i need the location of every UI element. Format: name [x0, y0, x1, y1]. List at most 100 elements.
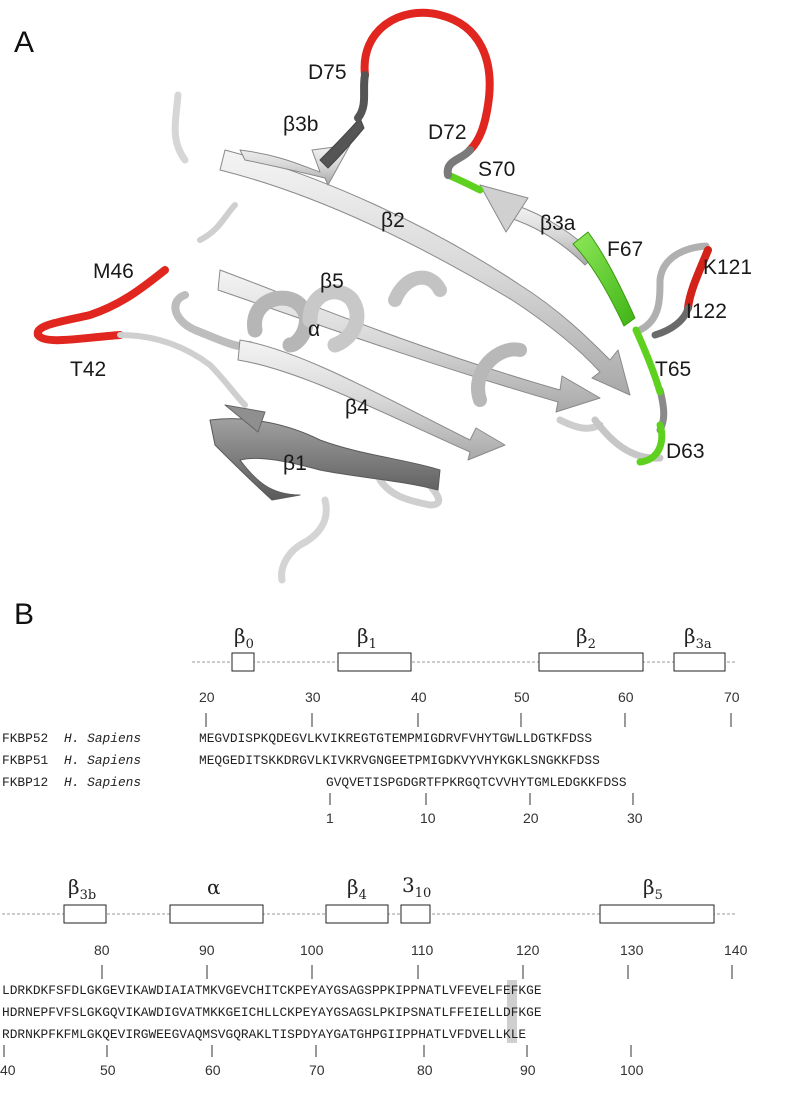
sequence-fkbp51-2: HDRNEPFVFSLGKGQVIKAWDIGVATMKKGEICHLLCKPE…: [2, 1005, 542, 1020]
strand-beta3b: [239, 144, 351, 186]
label-alpha: α: [308, 318, 320, 341]
num-50: 50: [514, 689, 530, 705]
num-70: 70: [724, 689, 740, 705]
coil-left-loop: [171, 291, 254, 351]
red-loop-m46: [33, 266, 169, 339]
green-loop-t65: [632, 326, 664, 396]
protein-ribbon: [33, 8, 712, 584]
num-60: 60: [618, 689, 634, 705]
ss-label-alpha: α: [207, 875, 221, 899]
alignment-row-2: LDRKDKFSFDLGKGEVIKAWDIAIATMKVGEVCHITCKPE…: [2, 983, 542, 1042]
num-110: 110: [411, 942, 434, 958]
num-1: 1: [326, 810, 334, 826]
coil-d63-loop: [591, 416, 664, 462]
num-50-b: 50: [100, 1062, 116, 1078]
numbering-row-2-bottom: 40 50 60 70 80 90 100: [0, 1045, 644, 1078]
arrowhead-beta1: [224, 404, 266, 433]
num-100-b: 100: [620, 1062, 644, 1078]
coil-bottom: [376, 471, 443, 509]
red-loop-k121: [684, 246, 712, 312]
green-loop-s70: [444, 171, 484, 194]
arrowhead-beta3a: [479, 184, 529, 233]
num-30: 30: [305, 689, 321, 705]
coil-left: [197, 202, 238, 243]
ss-label-beta3a: β3a: [684, 624, 712, 652]
structure-labels: β3b β3a β2 β5 α β4 β1: [283, 113, 576, 475]
strand-beta3a: [509, 204, 596, 266]
gray-loop-d72: [443, 146, 474, 179]
label-t65: T65: [655, 358, 691, 381]
num-30-b: 30: [627, 810, 643, 826]
sequence-fkbp12-2: RDRNKPFKFMLGKQEVIRGWEEGVAQMSVGQRAKLTISPD…: [2, 1027, 526, 1042]
ss-label-beta2: β2: [576, 624, 596, 652]
red-loop-t42: [34, 331, 124, 345]
coil-tail: [278, 496, 330, 584]
num-130: 130: [620, 942, 644, 958]
protein-name-fkbp12: FKBP12: [2, 775, 48, 790]
num-60-b: 60: [205, 1062, 221, 1078]
label-i122: I122: [686, 300, 727, 323]
num-20: 20: [199, 689, 215, 705]
label-beta1: β1: [283, 452, 307, 475]
strand-beta3b-dark: [319, 117, 365, 169]
ss-label-beta1: β1: [357, 624, 377, 652]
highlight-column: [507, 980, 517, 1043]
sequence-fkbp52-2: LDRKDKFSFDLGKGEVIKAWDIAIATMKVGEVCHITCKPE…: [2, 983, 542, 998]
species-fkbp12: H. Sapiens: [64, 775, 141, 790]
gray-loop-i122: [651, 304, 692, 339]
numbering-row-1-bottom: 1 10 20 30: [326, 793, 643, 826]
ss-row-1: β0 β1 β2 β3a: [192, 624, 735, 672]
num-80-b: 80: [417, 1062, 433, 1078]
sequence-fkbp52-1: MEGVDISPKQDEGVLKVIKREGTGTEMPMIGDRVFVHYTG…: [199, 731, 592, 746]
strand-beta1: [209, 418, 441, 501]
label-d63: D63: [666, 440, 705, 463]
species-fkbp52: H. Sapiens: [64, 731, 141, 746]
label-k121: K121: [703, 256, 752, 279]
ss-label-beta0: β0: [234, 624, 254, 652]
sequence-fkbp12-1: GVQVETISPGDGRTFPKRGQTCVVHYTGMLEDGKKFDSS: [326, 775, 627, 790]
strand-beta4: [237, 339, 506, 461]
alpha-helix: [247, 270, 527, 407]
label-m46: M46: [93, 260, 134, 283]
ss-label-beta3b: β3b: [68, 875, 96, 903]
num-100: 100: [300, 942, 324, 958]
ss-box-3-10: [400, 904, 431, 924]
residue-labels: D75 D72 S70 F67 K121 I122 T65 D63 M46 T4…: [70, 61, 752, 463]
label-beta5: β5: [320, 270, 344, 293]
ss-label-3-10: 310: [402, 873, 431, 901]
strand-beta2: [219, 149, 631, 396]
protein-name-fkbp52: FKBP52: [2, 731, 48, 746]
green-loop-d63: [636, 421, 666, 466]
alignment-row-1: FKBP52 H. Sapiens MEGVDISPKQDEGVLKVIKREG…: [2, 731, 627, 790]
panel-b-label: B: [14, 598, 34, 631]
ss-label-beta4: β4: [347, 875, 367, 903]
sequence-fkbp51-1: MEQGEDITSKKDRGVLKIVKRVGNGEETPMIGDKVYVHYK…: [199, 753, 600, 768]
ss-box-beta0: [231, 652, 255, 672]
num-80: 80: [94, 942, 110, 958]
numbering-row-1-top: 20 30 40 50 60 70: [199, 689, 740, 727]
red-loop-top: [360, 8, 494, 154]
label-beta3b: β3b: [283, 113, 318, 136]
ss-box-beta1: [337, 652, 412, 672]
num-120: 120: [516, 942, 540, 958]
protein-name-fkbp51: FKBP51: [2, 753, 49, 768]
ss-box-beta5: [599, 904, 715, 924]
ss-row-2: β3b α β4 310 β5: [2, 873, 735, 924]
num-90-b: 90: [520, 1062, 536, 1078]
num-40: 40: [411, 689, 427, 705]
label-beta2: β2: [381, 209, 405, 232]
label-t42: T42: [70, 358, 106, 381]
coil-top-left: [171, 91, 189, 164]
ss-box-beta2: [538, 652, 644, 672]
num-10: 10: [420, 810, 436, 826]
species-fkbp51: H. Sapiens: [64, 753, 141, 768]
ss-label-beta5: β5: [643, 875, 663, 903]
ss-box-beta3a: [673, 652, 726, 672]
label-d75: D75: [308, 61, 347, 84]
ss-box-beta4: [325, 904, 389, 924]
label-f67: F67: [607, 238, 643, 261]
label-beta3a: β3a: [540, 212, 576, 235]
coil-t42: [117, 332, 248, 408]
panel-a-label: A: [14, 26, 34, 59]
